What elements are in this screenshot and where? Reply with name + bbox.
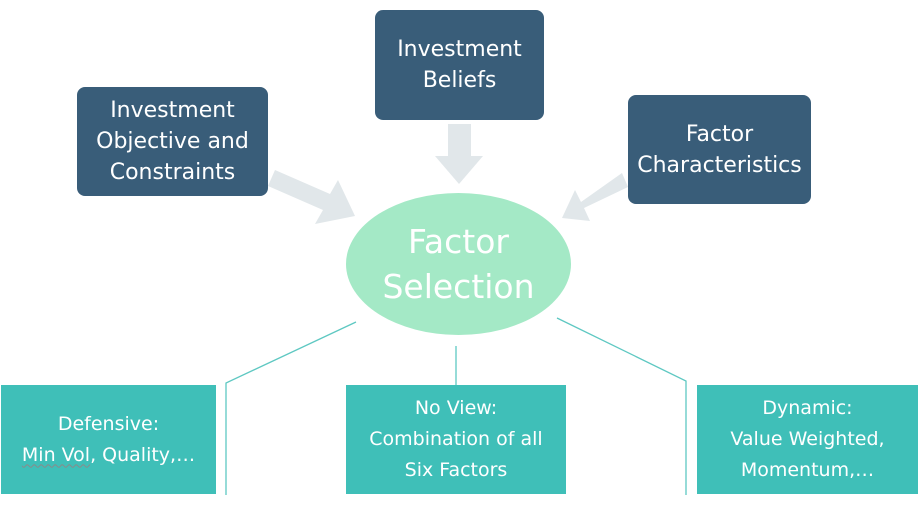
defensive-box: Defensive: Min Vol, Quality,… <box>1 385 216 494</box>
connector-line-defensive <box>225 321 357 495</box>
factor-characteristics-box: Factor Characteristics <box>628 95 811 204</box>
arrow-from-objective <box>268 170 355 224</box>
box-text-line: Characteristics <box>637 152 802 178</box>
box-text-line: Investment <box>110 98 235 123</box>
box-text-line: Investment <box>397 37 522 62</box>
box-text-line: Min Vol, Quality,… <box>22 440 195 471</box>
box-text-line: Combination of all <box>369 428 543 450</box>
center-text-line: Selection <box>382 267 535 306</box>
investment-objective-box: Investment Objective and Constraints <box>77 87 268 196</box>
dynamic-box: Dynamic: Value Weighted, Momentum,… <box>697 385 918 494</box>
box-text-line: Objective and <box>96 129 249 154</box>
box-text-line: Momentum,… <box>740 459 875 481</box>
box-text-line: Beliefs <box>422 68 497 93</box>
box-text-line: Constraints <box>109 160 236 185</box>
arrow-from-beliefs <box>435 124 483 184</box>
box-text-line: Defensive: <box>57 412 160 435</box>
factor-selection-ellipse: Factor Selection <box>346 193 571 335</box>
box-text-line: Factor <box>685 121 754 147</box>
center-text-line: Factor <box>407 222 509 261</box>
connector-line-dynamic <box>556 317 687 495</box>
arrow-from-characteristics <box>562 173 628 221</box>
spellcheck-flagged-text: Min Vol <box>21 443 91 466</box>
box-text-line: Value Weighted, <box>730 428 885 450</box>
no-view-box: No View: Combination of all Six Factors <box>346 385 566 494</box>
box-text-fragment: , Quality,… <box>90 443 196 466</box>
box-text-line: Six Factors <box>404 459 508 481</box>
investment-beliefs-box: Investment Beliefs <box>375 10 544 120</box>
box-text-line: Dynamic: <box>762 397 853 419</box>
box-text-line: No View: <box>414 397 498 419</box>
